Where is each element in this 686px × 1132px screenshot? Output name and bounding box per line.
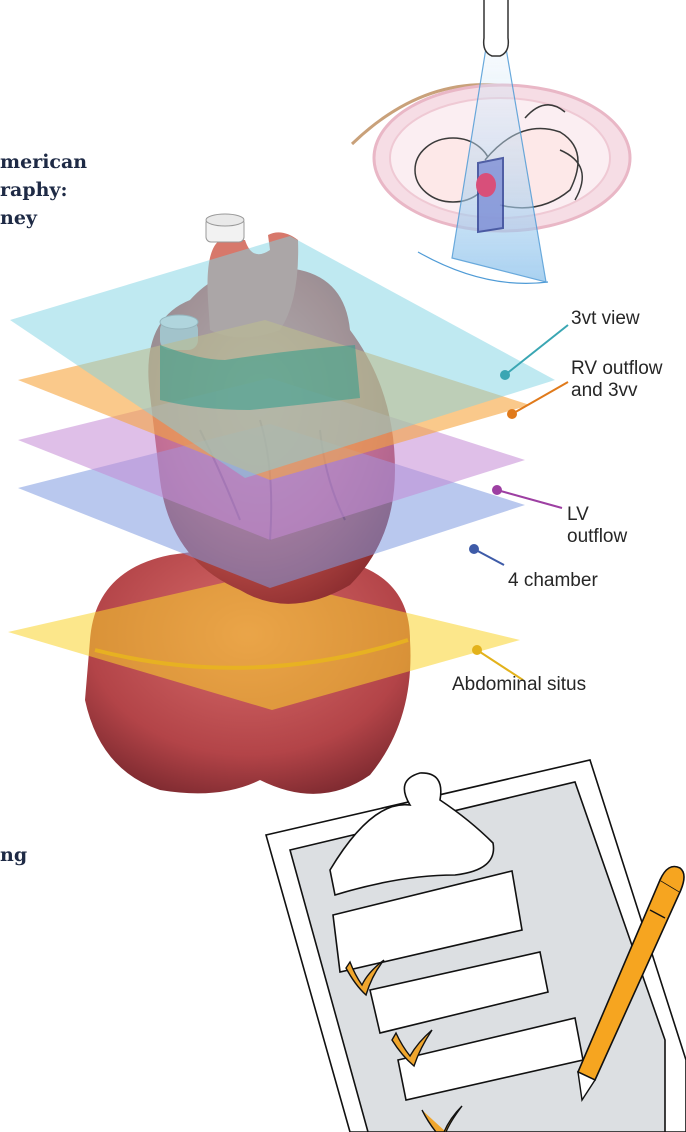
label-rv-outflow: RV outflow and 3vv [571, 358, 668, 401]
fetus-ultrasound-icon [352, 0, 630, 283]
label-lv-outflow: LV outflow [567, 504, 627, 547]
clipboard-checklist-icon [266, 760, 686, 1132]
label-abdominal-situs: Abdominal situs [452, 674, 586, 695]
heart-planes-illustration [8, 214, 555, 794]
label-3vt-view: 3vt view [571, 308, 640, 329]
label-4-chamber: 4 chamber [508, 570, 598, 591]
